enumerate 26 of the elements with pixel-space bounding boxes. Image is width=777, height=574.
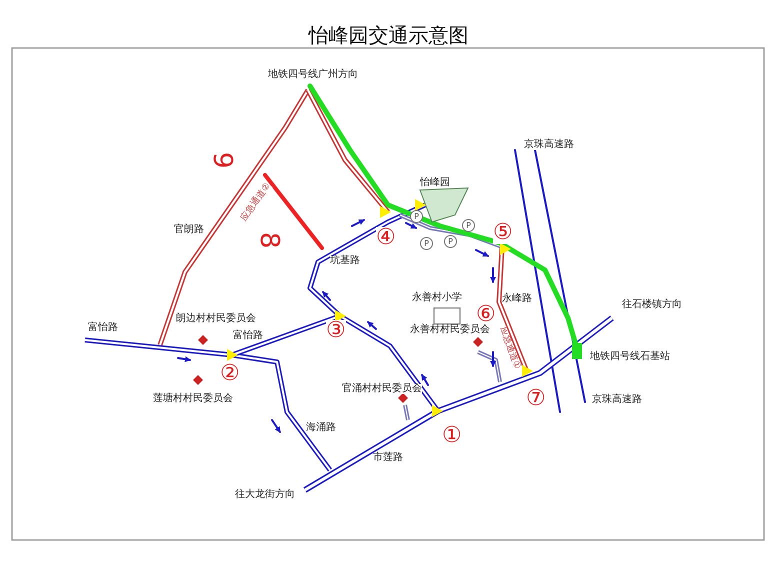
place-label: 永峰路: [502, 294, 532, 304]
place-label: 官涌村村民委员会: [342, 384, 422, 394]
place-label: 怡峰园: [420, 178, 450, 188]
place-label: 永善村小学: [412, 293, 462, 303]
point-number: ⑤: [493, 222, 513, 244]
place-label: 永善村村民委员会: [410, 325, 490, 335]
parking-sign: P: [410, 210, 423, 223]
place-label: 市莲路: [373, 453, 403, 463]
place-label: 富怡路: [233, 331, 263, 341]
place-label: 地铁四号线石基站: [590, 352, 670, 362]
place-label: 地铁四号线广州方向: [268, 70, 358, 80]
map-title: 怡峰园交通示意图: [308, 23, 468, 47]
place-label: 官朗路: [174, 225, 204, 235]
place-label: 朗边村村民委员会: [176, 314, 256, 324]
place-label: 莲塘村村民委员会: [153, 394, 233, 404]
place-label: 京珠高速路: [524, 140, 574, 150]
parking-sign: P: [420, 237, 433, 250]
place-label: 富怡路: [88, 323, 118, 333]
place-label: 海涌路: [306, 423, 336, 433]
place-label: 坑基路: [330, 256, 360, 266]
place-label: 往大龙街方向: [235, 490, 295, 500]
parking-sign: P: [444, 235, 457, 248]
place-label: 京珠高速路: [592, 395, 642, 405]
parking-sign: P: [462, 219, 475, 232]
place-label: 往石楼镇方向: [622, 300, 682, 310]
road-label: 应急通道②: [240, 182, 273, 224]
